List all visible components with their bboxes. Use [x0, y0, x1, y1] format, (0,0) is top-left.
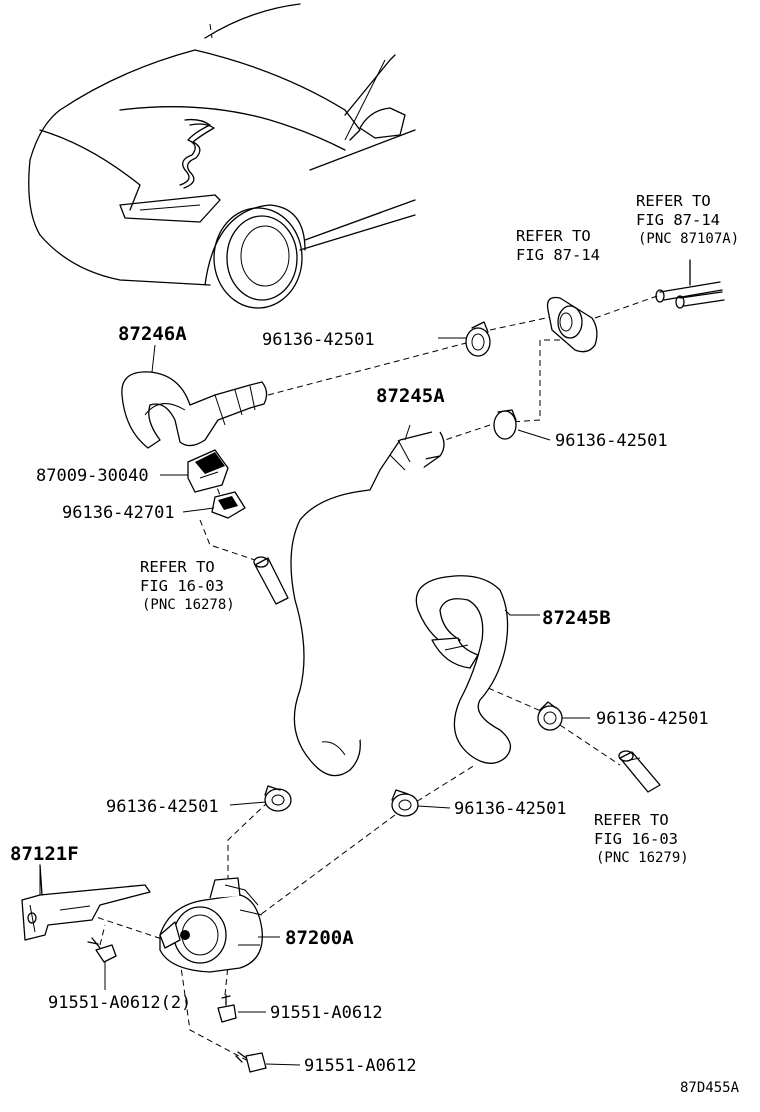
label-clamp-left: 96136-42701 [62, 503, 175, 523]
label-clamp-bottom-left: 96136-42501 [106, 797, 219, 817]
label-clamp-right: 96136-42501 [596, 709, 709, 729]
ref-top-right-line2: FIG 87-14 [636, 211, 720, 229]
ref-top-mid-line1: REFER TO [516, 227, 591, 245]
labels: 87246A 87245A 87245B 87121F 87200A 96136… [10, 192, 740, 1096]
label-87246A: 87246A [118, 323, 187, 345]
ref-left-line3: (PNC 16278) [142, 597, 235, 613]
hose-87245B [415, 575, 512, 764]
ref-top-right-line3: (PNC 87107A) [638, 231, 739, 247]
ref-left-line2: FIG 16-03 [140, 577, 224, 595]
clamp-96136-42501-mid-right [493, 409, 517, 440]
bracket-87121F [21, 864, 151, 941]
valve-87009-30040 [187, 449, 229, 493]
label-87245B: 87245B [542, 607, 611, 629]
label-bolt-bracket: 91551-A0612(2) [48, 993, 191, 1013]
ref-top-right-line1: REFER TO [636, 192, 711, 210]
pipe-lower-right [618, 750, 661, 793]
pipes-upper [655, 259, 725, 309]
clamp-96136-42501-upper [465, 321, 491, 357]
pipe-left [253, 556, 289, 605]
bolt-bracket [87, 937, 117, 963]
ref-bottom-right-line3: (PNC 16279) [596, 850, 689, 866]
ref-top-mid-line2: FIG 87-14 [516, 246, 600, 264]
callout-lines [39, 337, 590, 1066]
clamp-96136-42701 [211, 491, 246, 519]
clamp-96136-42501-right [537, 701, 563, 731]
car-illustration [28, 3, 416, 309]
label-clamp-mid-right: 96136-42501 [555, 431, 668, 451]
label-87121F: 87121F [10, 843, 79, 865]
bolt-pump-1 [217, 994, 237, 1023]
label-bolt-pump-2: 91551-A0612 [304, 1056, 417, 1076]
hose-87245A [290, 431, 445, 777]
label-clamp-bottom-mid: 96136-42501 [454, 799, 567, 819]
ref-bottom-right-line1: REFER TO [594, 811, 669, 829]
label-87245A: 87245A [376, 385, 445, 407]
grommet [546, 296, 598, 353]
pump-87200A [159, 877, 263, 973]
clamp-96136-42501-bottom-left [264, 785, 292, 812]
ref-left-line1: REFER TO [140, 558, 215, 576]
ref-bottom-right-line2: FIG 16-03 [594, 830, 678, 848]
clamp-96136-42501-bottom-mid [391, 789, 419, 817]
label-valve: 87009-30040 [36, 466, 149, 486]
label-bolt-pump-1: 91551-A0612 [270, 1003, 383, 1023]
label-87200A: 87200A [285, 927, 354, 949]
bolt-pump-2 [235, 1051, 267, 1073]
label-clamp-upper: 96136-42501 [262, 330, 375, 350]
hose-87246A [121, 371, 268, 449]
figure-code: 87D455A [680, 1080, 740, 1096]
